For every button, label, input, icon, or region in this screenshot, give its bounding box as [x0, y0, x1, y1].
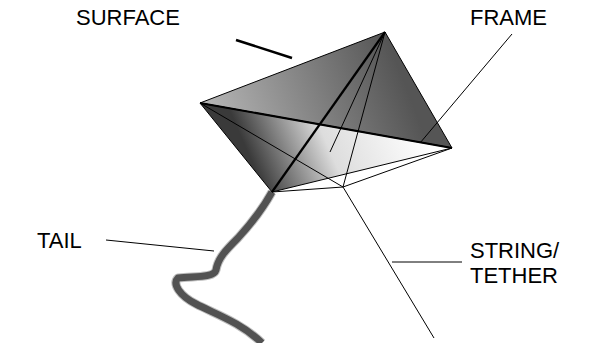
bridle-line — [330, 32, 385, 152]
leader-line — [236, 40, 292, 58]
kite-tail-edge — [176, 192, 272, 343]
part-label: SURFACE — [76, 5, 236, 30]
part-label: FRAME — [470, 5, 590, 30]
bridle-line — [272, 187, 343, 192]
part-label: TAIL — [37, 228, 117, 253]
kite-tail — [176, 192, 272, 343]
leader-line — [106, 240, 214, 251]
leader-line — [392, 262, 462, 263]
bridle-line — [343, 148, 452, 187]
kite-bridle — [200, 32, 452, 192]
leader-line — [420, 34, 512, 143]
part-label: STRING/ TETHER — [470, 238, 580, 288]
bridle-line — [200, 103, 343, 187]
